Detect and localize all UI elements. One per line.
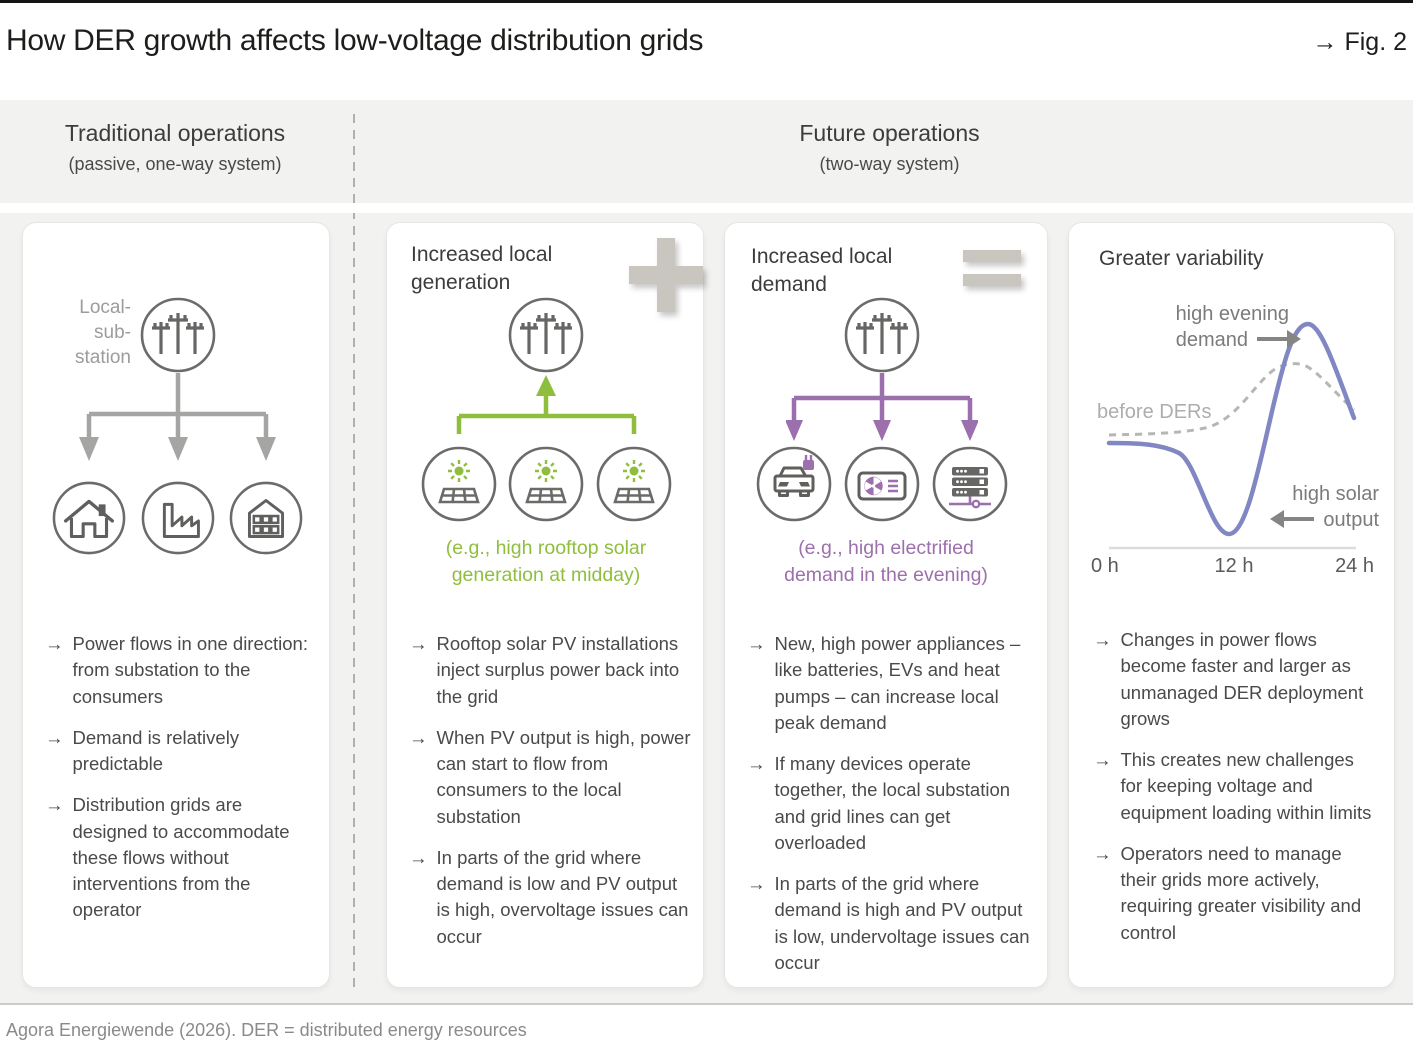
- bullet-arrow: →: [409, 633, 428, 654]
- downward-flow-arrows: [786, 373, 978, 441]
- bullet-arrow: →: [45, 633, 64, 654]
- arrow-left-icon: [1270, 509, 1315, 528]
- demand-bullets: →New, high power appliances – like batte…: [747, 631, 1035, 991]
- x-tick-12h: 12 h: [1214, 555, 1254, 577]
- figure-number: → Fig. 2: [1312, 28, 1407, 56]
- battery-storage-icon: [932, 446, 1008, 522]
- bullet-item: →Changes in power flows become faster an…: [1093, 627, 1379, 732]
- generation-bullets: →Rooftop solar PV installations inject s…: [409, 631, 691, 965]
- bullet-arrow: →: [409, 846, 428, 868]
- traditional-bullets: →Power flows in one direction: from subs…: [45, 631, 319, 939]
- card-generation: Increased local generation: [386, 222, 704, 988]
- section-header-traditional: Traditional operations (passive, one-way…: [22, 120, 328, 175]
- card-title: Increased local generation: [411, 243, 553, 294]
- bullet-arrow: →: [45, 726, 64, 748]
- bullet-arrow: →: [409, 726, 428, 748]
- substation-icon: [140, 297, 216, 373]
- bullet-arrow: →: [1093, 842, 1112, 864]
- annotation-before-ders: before DERs: [1097, 401, 1212, 423]
- solar-panel-icon: [508, 446, 584, 522]
- bullet-item: →If many devices operate together, the l…: [747, 751, 1035, 856]
- solar-panel-icon: [421, 446, 497, 522]
- header-separator-strip: [0, 203, 1413, 213]
- equals-operator-icon: [963, 250, 1021, 286]
- variability-bullets: →Changes in power flows become faster an…: [1093, 627, 1379, 961]
- card-title: Increased local demand: [751, 245, 893, 296]
- bullet-item: →Demand is relatively predictable: [45, 725, 319, 778]
- bullet-item: →New, high power appliances – like batte…: [747, 631, 1035, 736]
- plus-operator-icon: [629, 238, 703, 312]
- page-title: How DER growth affects low-voltage distr…: [6, 24, 704, 57]
- section-title: Future operations: [799, 120, 980, 146]
- section-subtitle: (two-way system): [819, 154, 960, 174]
- bullet-item: →Operators need to manage their grids mo…: [1093, 841, 1379, 946]
- card-title: Greater variability: [1099, 247, 1264, 270]
- bullet-arrow: →: [1093, 749, 1112, 771]
- source-note: Agora Energiewende (2026). DER = distrib…: [6, 1020, 527, 1040]
- upward-flow-arrow: [456, 375, 637, 434]
- bullet-item: →Distribution grids are designed to acco…: [45, 792, 319, 923]
- bullet-item: →This creates new challenges for keeping…: [1093, 747, 1379, 826]
- factory-icon: [141, 481, 215, 555]
- substation-label: Local- sub- station: [75, 297, 131, 369]
- x-tick-0h: 0 h: [1091, 555, 1119, 577]
- heat-pump-icon: [844, 446, 920, 522]
- substation-icon: [508, 297, 584, 373]
- generation-caption: (e.g., high rooftop solar generation at …: [445, 537, 647, 586]
- section-divider-dashed: [353, 114, 355, 992]
- card-traditional: Local- sub- station: [22, 222, 330, 988]
- net-load-chart: [1106, 321, 1357, 550]
- section-subtitle: (passive, one-way system): [68, 154, 282, 174]
- x-tick-24h: 24 h: [1335, 555, 1374, 577]
- annotation-solar-output: high solar output: [1219, 481, 1379, 533]
- ev-car-icon: [756, 446, 832, 522]
- house-icon: [52, 481, 126, 555]
- bullet-item: →Power flows in one direction: from subs…: [45, 631, 319, 710]
- one-way-flow-arrows: [79, 373, 276, 461]
- bullet-item: →In parts of the grid where demand is hi…: [747, 871, 1035, 976]
- building-icon: [229, 481, 303, 555]
- bullet-arrow: →: [747, 873, 766, 895]
- section-header-future: Future operations (two-way system): [386, 120, 1393, 175]
- top-border: [0, 0, 1413, 3]
- section-title: Traditional operations: [64, 120, 286, 146]
- bullet-arrow: →: [747, 753, 766, 775]
- bullet-item: →Rooftop solar PV installations inject s…: [409, 631, 691, 710]
- footer-separator: [0, 1003, 1413, 1005]
- bullet-arrow: →: [45, 794, 64, 816]
- card-demand: Increased local demand: [724, 222, 1048, 988]
- demand-caption: (e.g., high electrified demand in the ev…: [784, 537, 988, 586]
- bullet-item: →In parts of the grid where demand is lo…: [409, 845, 691, 950]
- bullet-arrow: →: [747, 633, 766, 654]
- substation-icon: [844, 297, 920, 373]
- arrow-right-icon: [1257, 329, 1301, 348]
- bullet-item: →When PV output is high, power can start…: [409, 725, 691, 830]
- bullet-arrow: →: [1093, 629, 1112, 650]
- annotation-evening-demand: high evening demand: [1175, 303, 1301, 351]
- solar-panel-icon: [596, 446, 672, 522]
- card-variability: Greater variability high evening demand …: [1068, 222, 1395, 988]
